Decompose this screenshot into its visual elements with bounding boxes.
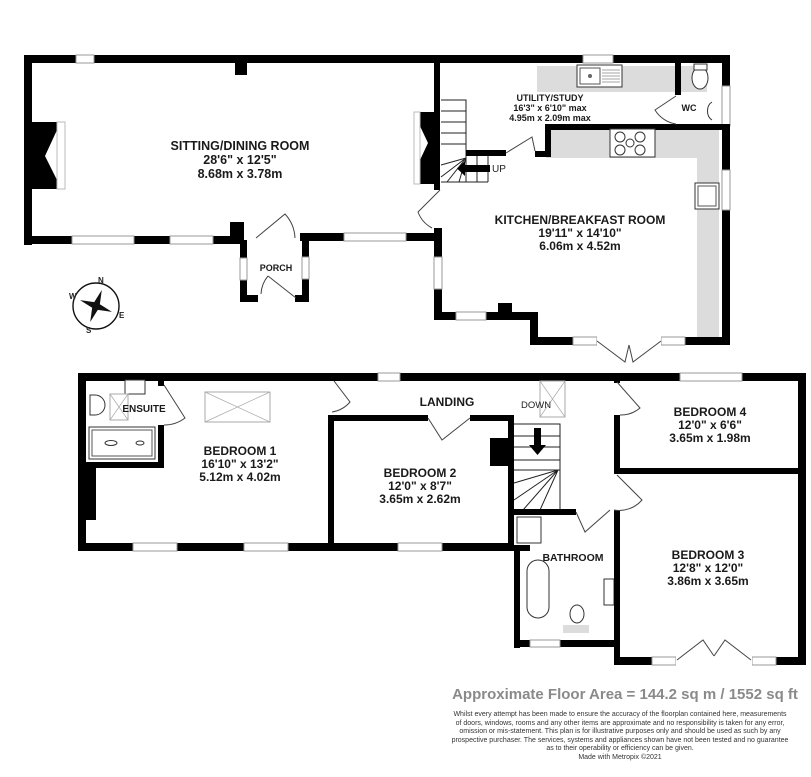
room-name: ENSUITE xyxy=(122,404,166,415)
room-imperial: 28'6" x 12'5" xyxy=(203,153,277,167)
compass-w: W xyxy=(69,292,77,301)
room-metric: 3.65m x 1.98m xyxy=(669,431,751,445)
room-label-wc: WC xyxy=(677,103,701,113)
room-name: LANDING xyxy=(419,395,475,409)
stairs-up-label: UP xyxy=(492,164,506,175)
first-floor xyxy=(78,372,806,667)
room-imperial: 12'8" x 12'0" xyxy=(672,561,744,575)
room-name: PORCH xyxy=(259,263,293,273)
room-name: BEDROOM 4 xyxy=(673,405,747,419)
room-name: WC xyxy=(681,103,697,113)
room-metric: 4.95m x 2.09m max xyxy=(509,113,591,123)
room-name: BEDROOM 1 xyxy=(203,444,277,458)
room-metric: 3.65m x 2.62m xyxy=(379,492,461,506)
room-imperial: 16'10" x 13'2" xyxy=(201,457,279,471)
room-label-landing: LANDING xyxy=(412,396,482,409)
compass-s: S xyxy=(86,326,92,335)
room-name: BEDROOM 2 xyxy=(383,466,457,480)
room-metric: 6.06m x 4.52m xyxy=(539,239,621,253)
room-name: SITTING/DINING ROOM xyxy=(170,139,310,153)
room-metric: 3.86m x 3.65m xyxy=(667,574,749,588)
room-label-utility-study: UTILITY/STUDY 16'3" x 6'10" max 4.95m x … xyxy=(505,93,595,123)
room-name: UTILITY/STUDY xyxy=(516,93,584,103)
room-label-bathroom: BATHROOM xyxy=(538,552,608,565)
approximate-floor-area: Approximate Floor Area = 144.2 sq m / 15… xyxy=(452,686,798,703)
room-label-bedroom-3: BEDROOM 3 12'8" x 12'0" 3.86m x 3.65m xyxy=(658,549,758,588)
metropix-credit: Made with Metropix ©2021 xyxy=(578,753,662,761)
stairs-down-label: DOWN xyxy=(521,400,552,411)
room-label-sitting-dining: SITTING/DINING ROOM 28'6" x 12'5" 8.68m … xyxy=(160,139,320,181)
room-label-porch: PORCH xyxy=(252,263,300,273)
room-label-ensuite: ENSUITE xyxy=(118,405,170,415)
room-imperial: 16'3" x 6'10" max xyxy=(513,103,587,113)
compass-n: N xyxy=(98,276,104,285)
room-metric: 5.12m x 4.02m xyxy=(199,470,281,484)
room-name: BEDROOM 3 xyxy=(671,548,745,562)
room-label-kitchen-breakfast: KITCHEN/BREAKFAST ROOM 19'11" x 14'10" 6… xyxy=(480,214,680,253)
room-imperial: 12'0" x 6'6" xyxy=(678,418,742,432)
disclaimer-text: Whilst every attempt has been made to en… xyxy=(451,711,789,752)
compass-icon xyxy=(72,282,120,330)
disclaimer-block: Whilst every attempt has been made to en… xyxy=(450,711,790,762)
room-name: BATHROOM xyxy=(542,552,604,564)
room-imperial: 12'0" x 8'7" xyxy=(388,479,452,493)
compass-e: E xyxy=(119,311,125,320)
room-imperial: 19'11" x 14'10" xyxy=(538,226,622,240)
room-label-bedroom-1: BEDROOM 1 16'10" x 13'2" 5.12m x 4.02m xyxy=(190,445,290,484)
room-metric: 8.68m x 3.78m xyxy=(197,167,283,181)
compass-rose: N E S W xyxy=(68,276,125,335)
room-name: KITCHEN/BREAKFAST ROOM xyxy=(494,213,666,227)
room-label-bedroom-2: BEDROOM 2 12'0" x 8'7" 3.65m x 2.62m xyxy=(370,467,470,506)
room-label-bedroom-4: BEDROOM 4 12'0" x 6'6" 3.65m x 1.98m xyxy=(660,406,760,445)
ground-floor xyxy=(24,54,731,363)
